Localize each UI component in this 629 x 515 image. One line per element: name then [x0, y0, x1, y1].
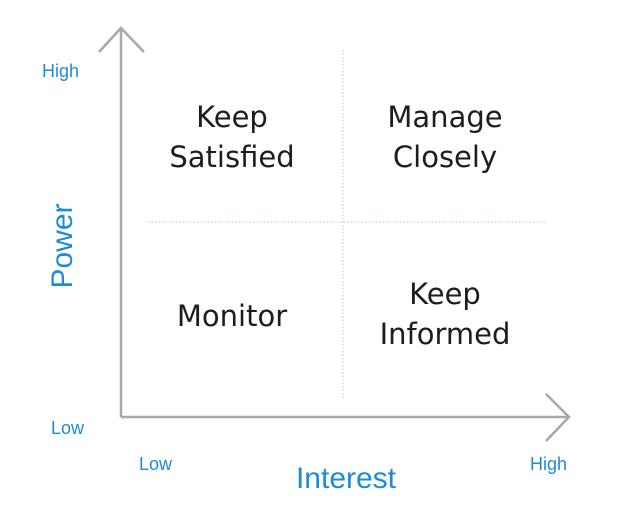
quadrant-top-right-line1: Manage: [387, 100, 502, 134]
y-high-label: High: [42, 61, 79, 81]
y-axis-title: Power: [46, 203, 79, 288]
quadrant-bottom-left-line1: Monitor: [177, 299, 287, 333]
x-axis-title: Interest: [296, 462, 397, 495]
x-high-label: High: [530, 454, 567, 474]
quadrant-bottom-right-line1: Keep: [409, 277, 481, 311]
x-low-label: Low: [139, 454, 173, 474]
y-low-label: Low: [51, 418, 85, 438]
quadrant-top-left-line1: Keep: [196, 100, 268, 134]
y-axis-arrow-icon: [98, 26, 145, 53]
quadrant-top-right-line2: Closely: [393, 140, 497, 174]
quadrant-bottom-right-line2: Informed: [380, 317, 511, 351]
quadrant-top-left-line2: Satisfied: [169, 140, 294, 174]
x-axis-arrow-icon: [545, 393, 571, 442]
